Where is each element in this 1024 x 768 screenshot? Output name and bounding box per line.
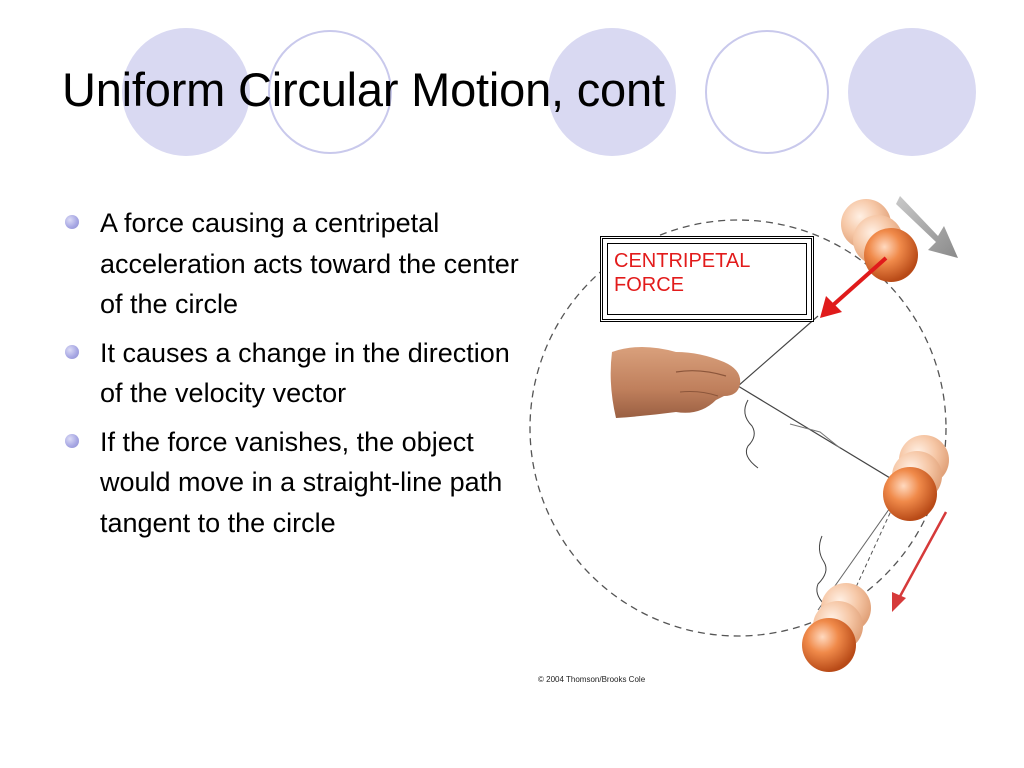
figure-credit: © 2004 Thomson/Brooks Cole	[538, 675, 646, 684]
decor-circle	[122, 28, 250, 156]
decor-circle-outline	[705, 30, 829, 154]
bullet-text: If the force vanishes, the object would …	[100, 426, 503, 538]
bullet-item: A force causing a centripetal accelerati…	[62, 203, 522, 325]
bullet-text: A force causing a centripetal accelerati…	[100, 208, 519, 319]
ball-icon	[864, 228, 918, 282]
loose-string	[816, 535, 827, 605]
velocity-arrow-icon	[892, 592, 906, 612]
force-arrow-shaft	[830, 256, 888, 308]
bullet-list: A force causing a centripetal accelerati…	[62, 203, 522, 551]
loose-string	[744, 399, 759, 469]
tangent-line	[839, 499, 897, 623]
header-decoration	[122, 28, 976, 156]
decor-circle	[848, 28, 976, 156]
bullet-dot-icon	[65, 344, 79, 359]
bullet-item: It causes a change in the direction of t…	[62, 333, 522, 414]
hand-icon	[610, 347, 741, 418]
centripetal-force-label-box: CENTRIPETAL FORCE	[600, 236, 814, 322]
bullet-dot-icon	[65, 215, 79, 229]
ball-bottom-group	[802, 583, 871, 672]
ball-right-group	[883, 435, 949, 521]
decor-circle-outline	[268, 30, 392, 154]
ball-top-group	[841, 199, 918, 282]
velocity-arrow-shaft	[896, 511, 948, 601]
ball-icon	[883, 467, 937, 521]
bullet-text: It causes a change in the direction of t…	[100, 337, 510, 409]
force-arrow-icon	[820, 296, 842, 318]
string-line	[789, 423, 841, 449]
bullet-dot-icon	[65, 433, 79, 448]
slide-title: Uniform Circular Motion, cont	[62, 63, 665, 116]
string-line	[737, 385, 891, 479]
circular-path	[529, 219, 947, 637]
circular-motion-diagram	[529, 196, 958, 672]
string-line	[737, 315, 819, 387]
ball-icon	[802, 618, 856, 672]
bullet-item: If the force vanishes, the object would …	[62, 422, 522, 544]
centripetal-force-label: CENTRIPETAL FORCE	[614, 250, 750, 296]
label-inner-border	[607, 243, 807, 315]
motion-direction-arrow-icon	[896, 196, 958, 258]
decor-circle	[548, 28, 676, 156]
